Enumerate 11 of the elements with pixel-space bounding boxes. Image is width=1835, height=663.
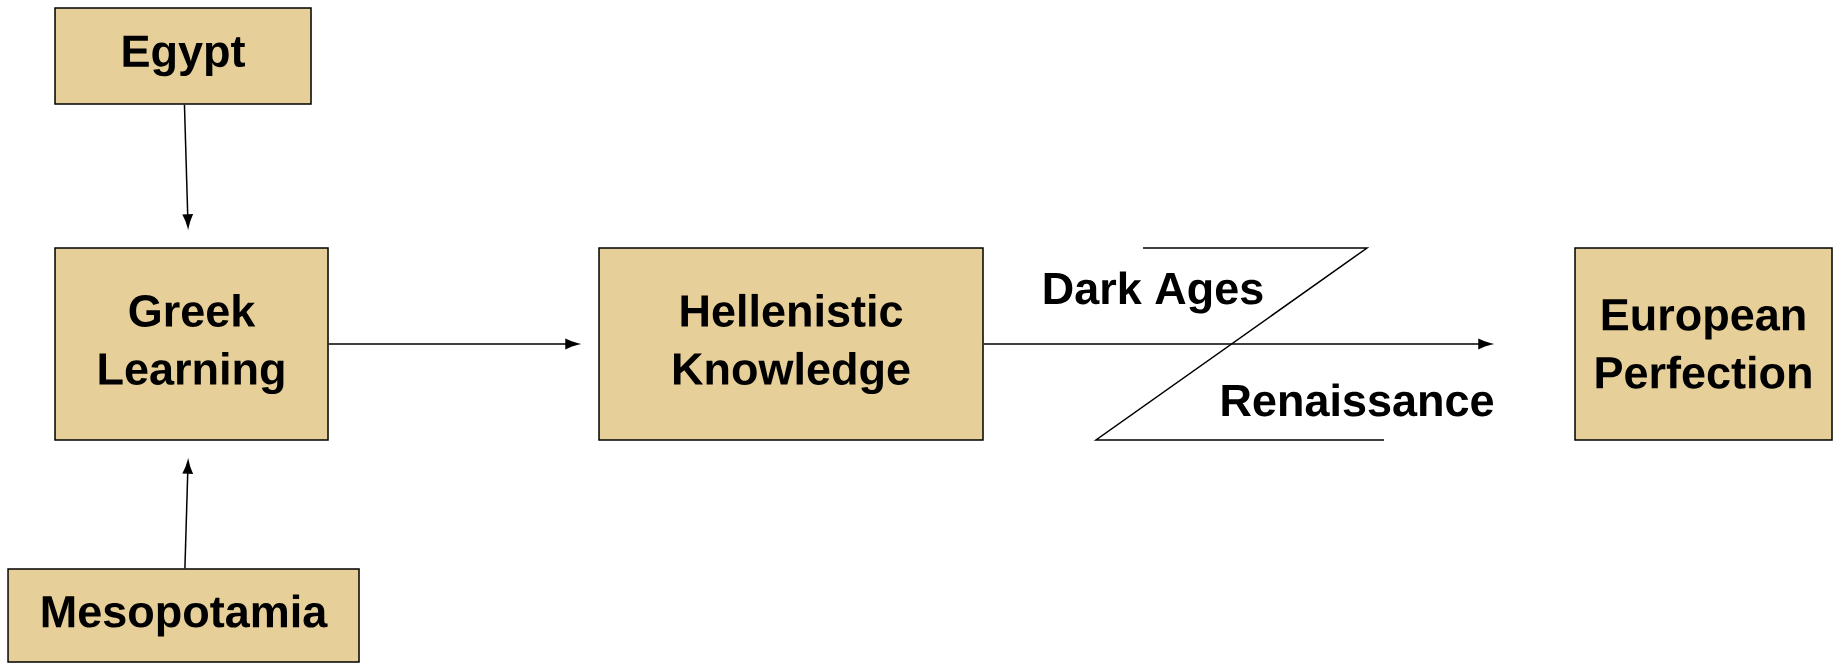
text-box: Greek Learning: [54, 247, 329, 441]
arrow: [328, 339, 579, 349]
period-label: Dark Ages: [1044, 271, 1263, 314]
text-box: Hellenistic Knowledge: [598, 247, 984, 441]
arrow: [983, 339, 1492, 349]
text-box: European Perfection: [1574, 247, 1833, 441]
arrow: [182, 104, 193, 228]
text-box: Mesopotamia: [7, 568, 360, 663]
text-box: Egypt: [54, 7, 312, 105]
arrow: [182, 460, 193, 569]
period-label: Renaissance: [1222, 383, 1494, 417]
